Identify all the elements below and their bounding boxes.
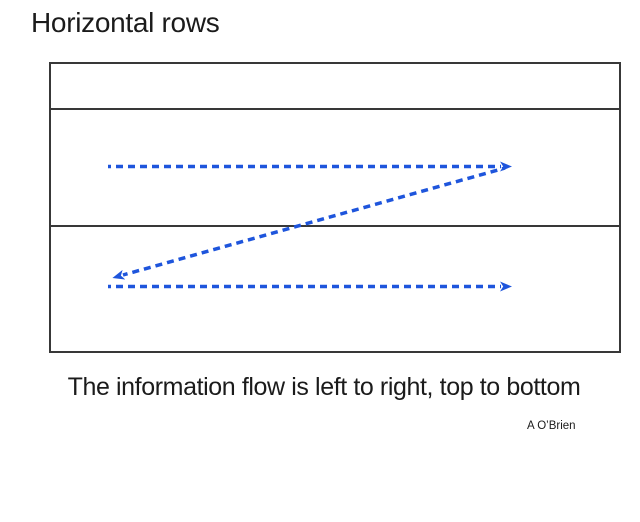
row-divider-2 [51, 225, 619, 227]
rows-diagram-box [49, 62, 621, 353]
row-divider-1 [51, 108, 619, 110]
page-title: Horizontal rows [31, 7, 220, 38]
caption-text: The information flow is left to right, t… [67, 373, 581, 401]
credit-text: A O’Brien [527, 420, 576, 432]
